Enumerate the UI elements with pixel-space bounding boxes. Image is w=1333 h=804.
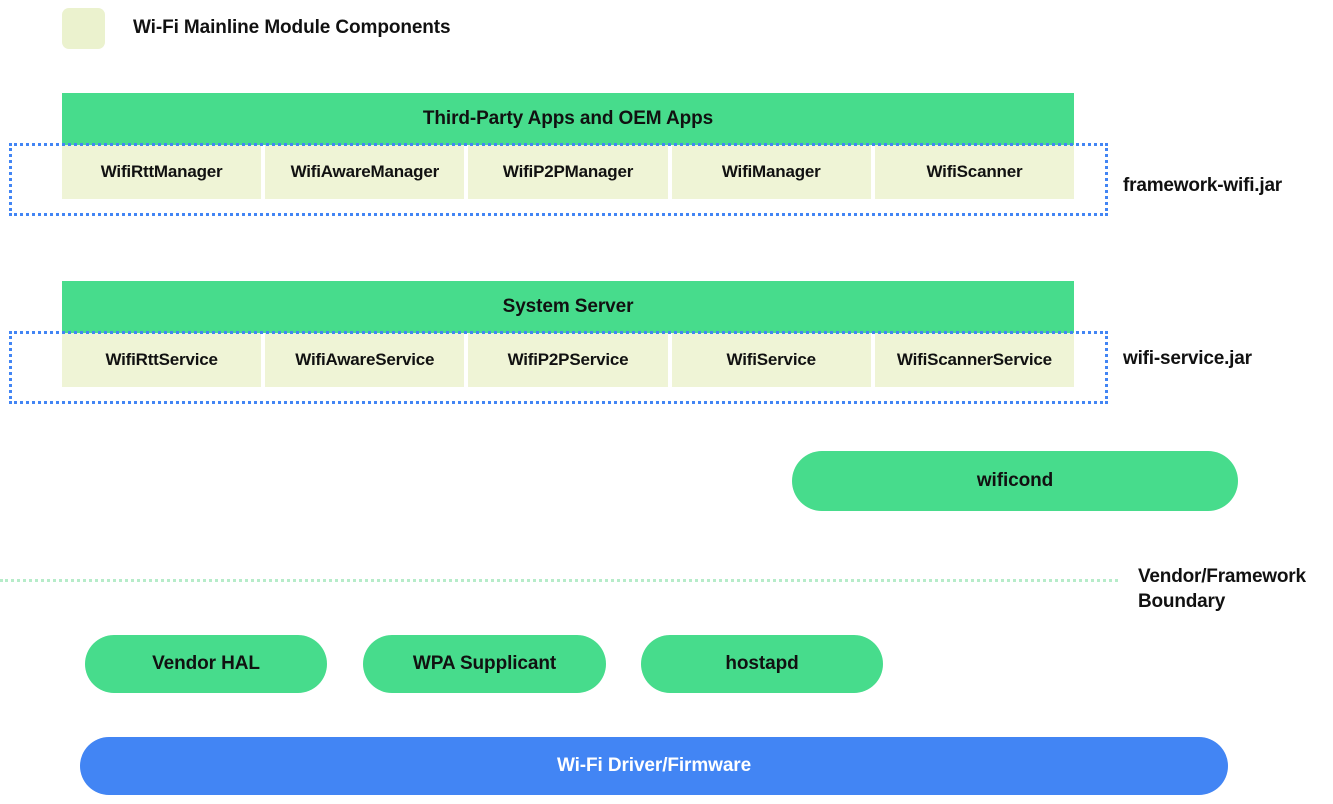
module-cell-wifirttmanager[interactable]: WifiRttManager	[62, 145, 262, 199]
module-cell-label: WifiP2PManager	[502, 162, 634, 181]
module-cell-wifip2pmanager[interactable]: WifiP2PManager	[468, 145, 668, 199]
vendor-hal-label: Vendor HAL	[152, 653, 260, 674]
legend-label: Wi-Fi Mainline Module Components	[133, 17, 451, 38]
wifi-driver-firmware-label: Wi-Fi Driver/Firmware	[556, 755, 752, 776]
module-cell-wifiawaremanager[interactable]: WifiAwareManager	[265, 145, 465, 199]
wificond-node[interactable]: wificond	[792, 451, 1238, 511]
module-cell-label: WifiManager	[721, 162, 821, 181]
hostapd-node[interactable]: hostapd	[641, 635, 883, 693]
module-cell-wifirttservice[interactable]: WifiRttService	[62, 333, 262, 387]
module-cell-label: WifiAwareManager	[290, 162, 440, 181]
module-cell-wifip2pservice[interactable]: WifiP2PService	[468, 333, 668, 387]
vendor-framework-boundary-line	[0, 579, 1118, 582]
framework-layer-header: Third-Party Apps and OEM Apps	[62, 93, 1074, 145]
framework-jar-label: framework-wifi.jar	[1123, 175, 1283, 196]
module-cell-label: WifiScannerService	[896, 350, 1052, 369]
vendor-hal-node[interactable]: Vendor HAL	[85, 635, 327, 693]
framework-layer-cells: WifiRttManager WifiAwareManager WifiP2PM…	[62, 145, 1075, 199]
module-cell-label: WifiRttManager	[100, 162, 223, 181]
service-layer-header: System Server	[62, 281, 1074, 333]
module-cell-label: WifiRttService	[105, 350, 218, 369]
vendor-framework-boundary-label: Vendor/Framework Boundary	[1138, 564, 1333, 614]
module-cell-wifiscanner[interactable]: WifiScanner	[874, 145, 1075, 199]
module-cell-wifiawareservice[interactable]: WifiAwareService	[265, 333, 465, 387]
wpa-supplicant-node[interactable]: WPA Supplicant	[363, 635, 606, 693]
module-cell-wifiscannerservice[interactable]: WifiScannerService	[874, 333, 1075, 387]
framework-layer-header-label: Third-Party Apps and OEM Apps	[422, 108, 714, 129]
wpa-supplicant-label: WPA Supplicant	[412, 653, 557, 674]
legend-swatch	[62, 8, 105, 49]
service-jar-label: wifi-service.jar	[1123, 348, 1252, 369]
framework-layer: Third-Party Apps and OEM Apps WifiRttMan…	[62, 93, 1075, 199]
hostapd-label: hostapd	[725, 653, 799, 674]
module-cell-label: WifiAwareService	[295, 350, 435, 369]
module-cell-wifiservice[interactable]: WifiService	[671, 333, 871, 387]
module-cell-label: WifiScanner	[926, 162, 1023, 181]
service-layer: System Server WifiRttService WifiAwareSe…	[62, 281, 1075, 387]
service-layer-header-label: System Server	[502, 296, 634, 317]
wifi-driver-firmware-node[interactable]: Wi-Fi Driver/Firmware	[80, 737, 1228, 795]
module-cell-label: WifiP2PService	[507, 350, 629, 369]
boundary-label-line2: Boundary	[1138, 591, 1226, 612]
module-cell-label: WifiService	[726, 350, 817, 369]
module-cell-wifimanager[interactable]: WifiManager	[671, 145, 871, 199]
boundary-label-line1: Vendor/Framework	[1138, 566, 1306, 587]
service-layer-cells: WifiRttService WifiAwareService WifiP2PS…	[62, 333, 1075, 387]
wificond-label: wificond	[976, 470, 1054, 491]
